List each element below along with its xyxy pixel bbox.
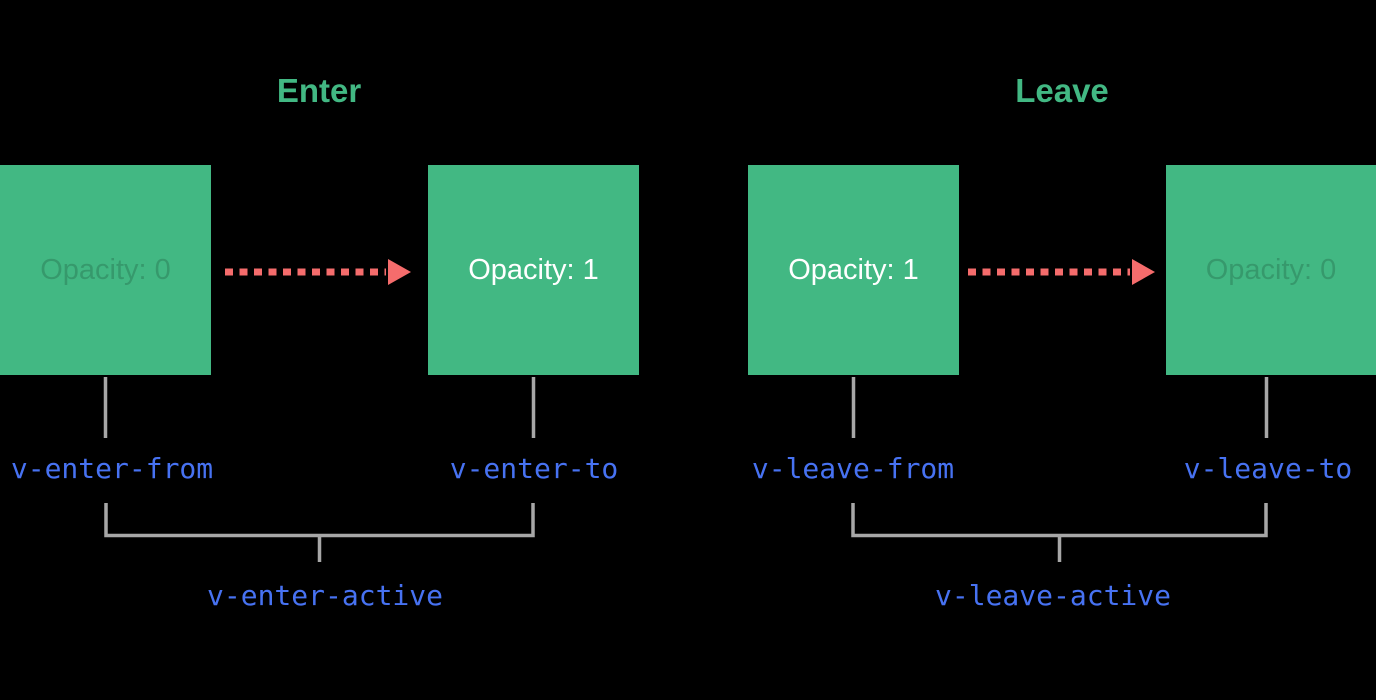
leave-active-class-label: v-leave-active [934, 579, 1172, 612]
enter-from-box: Opacity: 0 [0, 165, 211, 375]
enter-active-class-label: v-enter-active [206, 579, 444, 612]
enter-from-box-label: Opacity: 0 [40, 253, 171, 286]
leave-to-class-label: v-leave-to [1183, 452, 1353, 485]
enter-section-title: Enter [276, 72, 362, 109]
leave-section-title: Leave [1015, 72, 1109, 109]
leave-to-box: Opacity: 0 [1166, 165, 1376, 375]
leave-from-class-label: v-leave-from [751, 452, 955, 485]
leave-active-bracket [851, 503, 1268, 538]
dashed-arrow-right-icon [968, 259, 1155, 285]
leave-from-box-label: Opacity: 1 [788, 253, 919, 286]
enter-from-class-label: v-enter-from [10, 452, 214, 485]
enter-to-box: Opacity: 1 [428, 165, 639, 375]
enter-to-box-label: Opacity: 1 [468, 253, 599, 286]
leave-to-box-label: Opacity: 0 [1205, 253, 1337, 286]
enter-active-bracket [104, 503, 535, 538]
dashed-arrow-right-icon [225, 259, 411, 285]
enter-to-class-label: v-enter-to [449, 452, 619, 485]
leave-from-box: Opacity: 1 [748, 165, 959, 375]
